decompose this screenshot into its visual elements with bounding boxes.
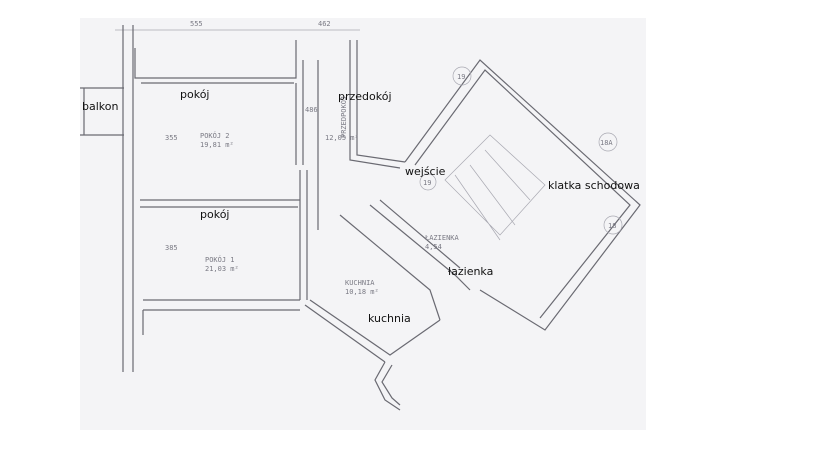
dimension-text: 462: [318, 20, 331, 28]
room-note: 10,18 m²: [345, 288, 379, 296]
dimension-text: 385: [165, 244, 178, 252]
room-note: 12,05 m²: [325, 134, 359, 142]
label-kuchnia: kuchnia: [368, 312, 411, 325]
stair-number-circle: [598, 132, 618, 152]
balcony-outline: [80, 87, 124, 136]
label-pokoj-bottom: pokój: [200, 208, 230, 221]
label-pokoj-top: pokój: [180, 88, 210, 101]
scan-background: [80, 18, 646, 430]
stair-number: 19: [457, 73, 465, 81]
room-note: KUCHNIA: [345, 279, 375, 287]
left-wall: [122, 25, 134, 372]
bottom-wall: [142, 299, 300, 335]
hall-right-wall: [349, 40, 406, 169]
dimension-text: 486: [305, 106, 318, 114]
dimension-text: 555: [190, 20, 203, 28]
kitchen-wall: [304, 214, 441, 363]
stair-number: 19: [423, 179, 431, 187]
room-divider-wall: [140, 199, 300, 208]
room-note: POKÓJ 2: [200, 131, 230, 140]
stair-number-circle: [452, 66, 472, 86]
stair-number: 18A: [600, 139, 613, 147]
stair-number-circle: [603, 215, 623, 235]
label-klatka-schodowa: klatka schodowa: [548, 179, 640, 192]
room-note: 19,81 m²: [200, 141, 234, 149]
room-note: PRZEDPOKÓJ: [339, 96, 348, 138]
top-wall: [134, 40, 297, 84]
stairwell-outline: [404, 59, 641, 331]
room-note: ŁAZIENKA: [424, 234, 460, 242]
room-note: 21,03 m²: [205, 265, 239, 273]
stairs: [444, 134, 546, 241]
hall-wall: [295, 60, 319, 300]
label-wejscie: wejście: [405, 165, 446, 178]
label-lazienka: łazienka: [448, 265, 494, 278]
room-note: 4,54: [425, 243, 442, 251]
stair-number: 18: [608, 222, 616, 230]
room-note: POKÓJ 1: [205, 255, 235, 264]
bathroom-wall: [369, 199, 471, 291]
label-przedokoj: przedokój: [338, 90, 392, 103]
dimension-text: 355: [165, 134, 178, 142]
chimney-wall: [374, 361, 401, 411]
stair-number-circle: [419, 173, 437, 191]
label-balkon: balkon: [82, 100, 119, 113]
